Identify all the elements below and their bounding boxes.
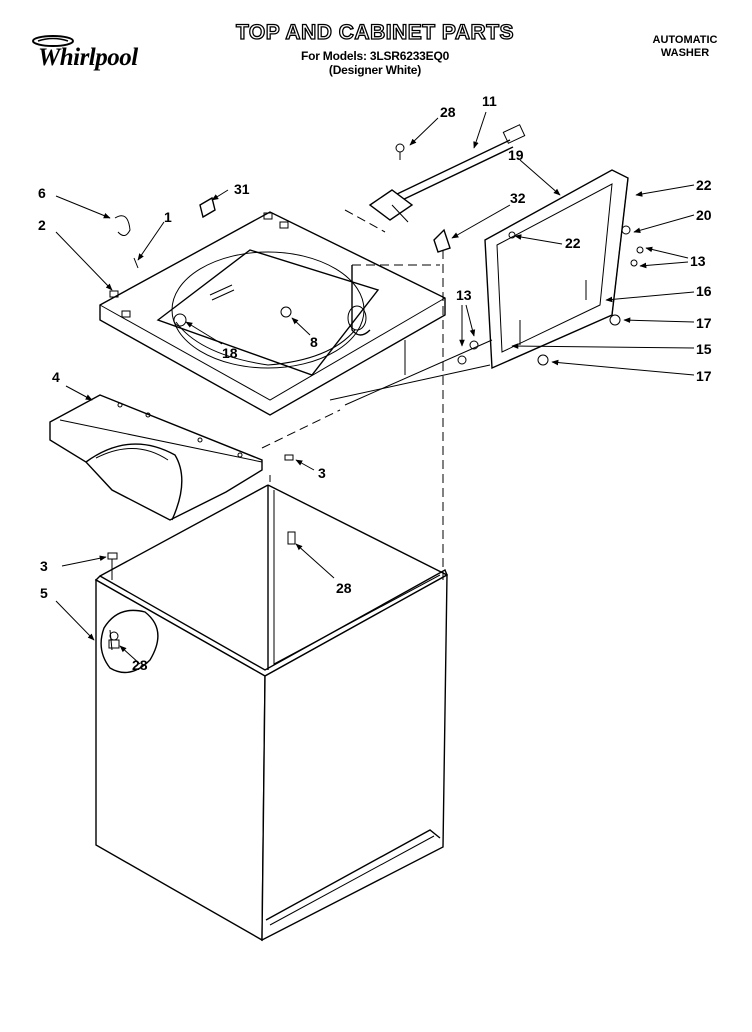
callout-19: 19 xyxy=(508,147,524,163)
callout-8: 8 xyxy=(310,334,318,350)
callout-4: 4 xyxy=(52,369,60,385)
logo-swoosh-icon xyxy=(32,35,74,47)
callout-16: 16 xyxy=(696,283,712,299)
callout-3: 3 xyxy=(318,465,326,481)
appliance-type-line1: AUTOMATIC xyxy=(652,34,718,46)
callout-3: 3 xyxy=(40,558,48,574)
assembly-lines xyxy=(261,209,493,580)
callout-13: 13 xyxy=(456,287,472,303)
callout-31: 31 xyxy=(234,181,250,197)
callout-15: 15 xyxy=(696,341,712,357)
callout-5: 5 xyxy=(40,585,48,601)
appliance-type-line2: WASHER xyxy=(660,47,710,59)
callout-labels: 28 11 19 6 31 1 2 32 22 22 20 13 16 13 1… xyxy=(38,93,712,673)
leader-lines xyxy=(55,111,695,665)
page-title: TOP AND CABINET PARTS xyxy=(235,20,515,44)
callout-1: 1 xyxy=(164,209,172,225)
callout-17: 17 xyxy=(696,368,712,384)
callout-17: 17 xyxy=(696,315,712,331)
callout-22: 22 xyxy=(565,235,581,251)
top-panel-part xyxy=(99,211,446,416)
lid-part xyxy=(484,169,629,370)
front-panel-bracket-part xyxy=(49,394,263,521)
brand-name: Whirlpool xyxy=(38,44,138,71)
callout-28: 28 xyxy=(440,104,456,120)
callout-22: 22 xyxy=(696,177,712,193)
cabinet-part xyxy=(94,484,448,942)
callout-18: 18 xyxy=(222,345,238,361)
callout-28: 28 xyxy=(336,580,352,596)
small-parts xyxy=(107,143,644,580)
callout-2: 2 xyxy=(38,217,46,233)
callout-28: 28 xyxy=(132,657,148,673)
callout-20: 20 xyxy=(696,207,712,223)
lid-switch-harness-part xyxy=(368,124,526,223)
variant-line: (Designer White) xyxy=(328,63,422,77)
callout-11: 11 xyxy=(482,93,497,109)
callout-32: 32 xyxy=(510,190,526,206)
callout-6: 6 xyxy=(38,185,46,201)
callout-13: 13 xyxy=(690,253,706,269)
models-line: For Models: 3LSR6233EQ0 xyxy=(300,49,450,63)
